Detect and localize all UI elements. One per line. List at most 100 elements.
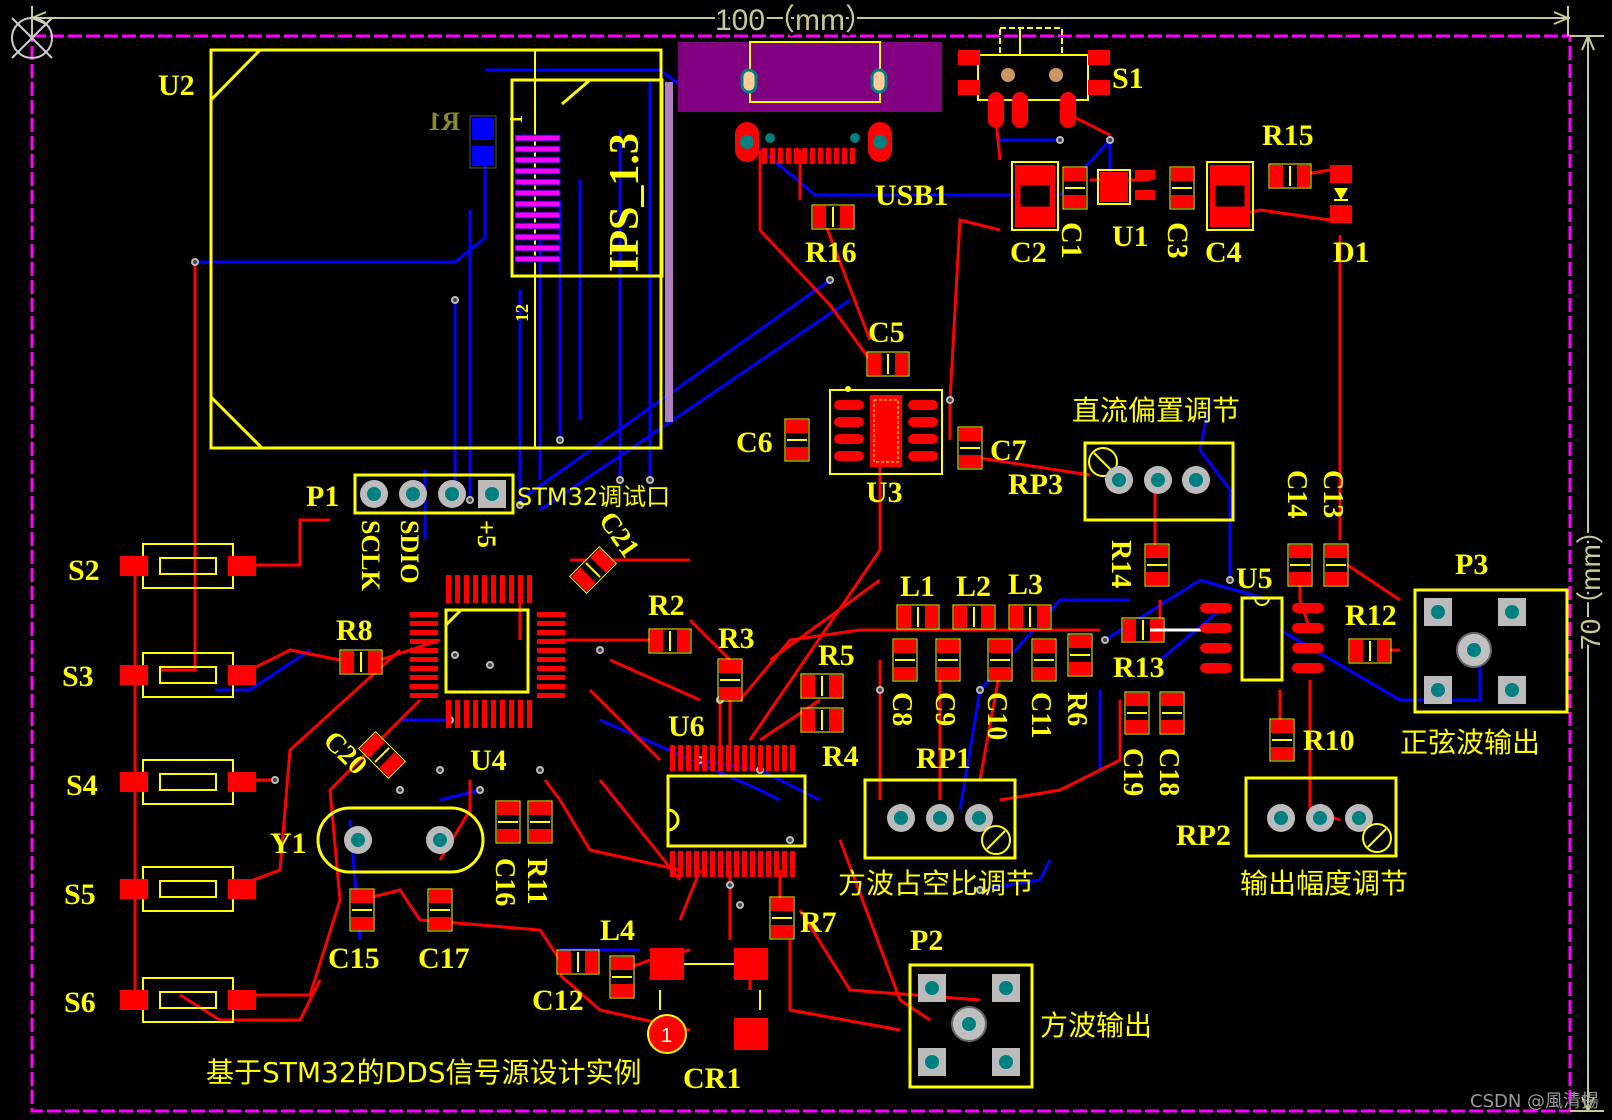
resistor-r2: [648, 628, 692, 654]
label-c19: C19: [1117, 748, 1148, 796]
opamp-u5: [1200, 596, 1324, 682]
mcu-u4: [410, 575, 565, 728]
label-r8: R8: [336, 614, 373, 647]
resistor-r14: [1144, 543, 1170, 587]
label-u1: U1: [1112, 220, 1149, 253]
capacitor-c14: [1287, 543, 1313, 587]
label-r15: R15: [1262, 119, 1314, 152]
label-s1: S1: [1112, 62, 1144, 95]
capacitor-c16: [495, 800, 521, 844]
label-p2: P2: [910, 924, 943, 957]
inductor-l2: [952, 604, 996, 630]
capacitor-c7: [957, 426, 983, 470]
label-r13: R13: [1113, 651, 1165, 684]
label-c8: C8: [886, 692, 917, 726]
label-s5: S5: [64, 878, 96, 911]
capacitor-c10: [987, 638, 1013, 682]
label-c14: C14: [1281, 470, 1312, 518]
usb-connector-usb1: [678, 41, 942, 164]
width-dimension: [30, 6, 1570, 36]
board-title: 基于STM32的DDS信号源设计实例: [206, 1056, 642, 1089]
resistor-r4: [800, 707, 844, 733]
label-u4: U4: [470, 744, 507, 777]
switch-s1: [958, 27, 1110, 128]
label-rp3: RP3: [1008, 468, 1063, 501]
label-c10: C10: [981, 692, 1012, 740]
inductor-l4: [609, 955, 635, 999]
label-c9: C9: [929, 692, 960, 726]
connector-p3: [1413, 588, 1569, 714]
capacitor-c11: [1031, 638, 1057, 682]
label-r1: R1: [428, 107, 460, 136]
label-usb1: USB1: [875, 179, 948, 212]
label-sdio: SDIO: [395, 520, 424, 584]
label-u6: U6: [668, 710, 705, 743]
capacitor-c18: [1159, 691, 1185, 735]
board-outline: [30, 34, 1572, 1113]
label-p1: P1: [306, 480, 339, 513]
height-dimension: [1570, 35, 1604, 1112]
label-c17: C17: [418, 942, 470, 975]
capacitor-c17: [427, 888, 453, 932]
label-d1: D1: [1333, 236, 1370, 269]
label-r10: R10: [1303, 724, 1355, 757]
resistor-r7: [769, 896, 795, 940]
label-debug-port: STM32调试口: [517, 483, 670, 511]
resistor-r16: [811, 204, 855, 230]
label-l2: L2: [956, 570, 991, 603]
origin-marker-icon: [11, 17, 53, 59]
label-l3: L3: [1008, 568, 1043, 601]
oscillator-cr1: [647, 948, 768, 1054]
label-r6: R6: [1061, 692, 1092, 726]
label-c6: C6: [736, 426, 773, 459]
label-pin1: 1: [506, 115, 526, 124]
label-r2: R2: [648, 589, 685, 622]
resistor-r12: [1348, 638, 1392, 664]
label-cr1: CR1: [683, 1062, 741, 1095]
label-r4: R4: [822, 740, 859, 773]
label-s6: S6: [64, 986, 96, 1019]
label-r12: R12: [1345, 599, 1397, 632]
label-y1: Y1: [270, 827, 307, 860]
resistor-r6: [1067, 633, 1093, 677]
height-dim-label: 70（mm）: [1575, 516, 1606, 650]
label-l4: L4: [600, 914, 635, 947]
lcd-module-u2: [209, 48, 673, 450]
capacitor-c8: [892, 638, 918, 682]
label-r11: R11: [521, 858, 552, 905]
label-r14: R14: [1105, 540, 1136, 588]
label-c3: C3: [1161, 222, 1194, 259]
potentiometer-rp1: [863, 778, 1017, 860]
power-section: [1011, 161, 1352, 231]
label-cr1-pin: 1: [661, 1025, 672, 1047]
label-c12: C12: [532, 984, 584, 1017]
label-sine-out: 正弦波输出: [1400, 726, 1540, 759]
capacitor-c12: [556, 949, 600, 975]
label-c7: C7: [990, 434, 1027, 467]
crystal-y1: [316, 806, 485, 874]
label-plus5: +5: [472, 520, 501, 548]
label-c2: C2: [1010, 236, 1047, 269]
label-c16: C16: [489, 858, 520, 906]
capacitor-c15: [349, 888, 375, 932]
capacitor-c5: [866, 351, 910, 377]
watermark: CSDN @風清揚: [1470, 1091, 1599, 1112]
label-lcd: IPS_1.3: [602, 133, 648, 272]
resistor-r10: [1269, 718, 1295, 762]
capacitor-c13: [1323, 543, 1349, 587]
label-s2: S2: [68, 554, 100, 587]
potentiometer-rp3: [1083, 441, 1235, 522]
label-p3: P3: [1455, 548, 1488, 581]
label-c15: C15: [328, 942, 380, 975]
width-dim-label: 100（mm）: [715, 4, 875, 37]
label-u3: U3: [866, 476, 903, 509]
label-c11: C11: [1025, 692, 1056, 739]
ic-u3: [829, 386, 943, 475]
label-u2: U2: [158, 69, 195, 102]
label-dc-bias: 直流偏置调节: [1072, 394, 1240, 427]
label-rp1: RP1: [916, 742, 971, 775]
capacitor-c6: [784, 418, 810, 462]
label-u5: U5: [1236, 562, 1273, 595]
connector-p2: [908, 963, 1034, 1089]
